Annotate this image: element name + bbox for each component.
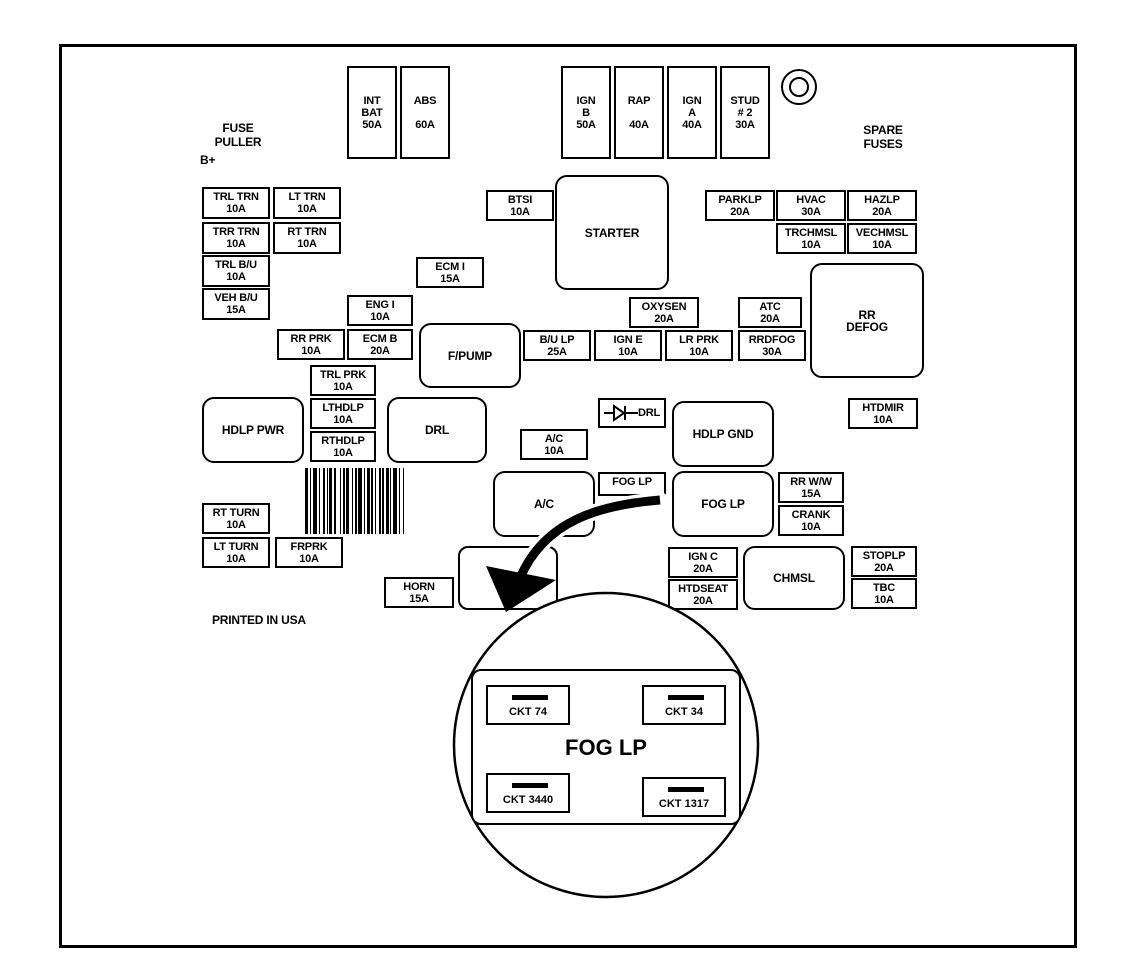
terminal-ckt-34: CKT 34: [642, 685, 726, 725]
fuse-puller-label: FUSE PULLER: [214, 121, 262, 149]
relay-chmsl: CHMSL: [743, 546, 845, 610]
drl-diode: DRL: [598, 398, 666, 428]
terminal-ckt-3440: CKT 3440: [486, 773, 570, 813]
terminal-ckt-74: CKT 74: [486, 685, 570, 725]
fog-lp-detail-panel: CKT 74 CKT 34 FOG LP CKT 3440 CKT 1317: [471, 669, 741, 825]
relay-starter: STARTER: [555, 175, 669, 290]
relay-hdlp-gnd: HDLP GND: [672, 401, 774, 467]
relay-hdlp-pwr: HDLP PWR: [202, 397, 304, 463]
diode-icon: [603, 404, 638, 422]
spare-fuses-label: SPARE FUSES: [863, 123, 903, 151]
relay-drl: DRL: [387, 397, 487, 463]
barcode: [305, 468, 463, 534]
fuse-fog-lp: FOG LP: [598, 472, 666, 496]
fuse-block-frame: [59, 44, 1077, 948]
empty-relay-cavity: [458, 546, 558, 610]
printed-in-usa-label: PRINTED IN USA: [212, 613, 306, 627]
relay-f-pump: F/PUMP: [419, 323, 521, 388]
relay-ac: A/C: [493, 471, 595, 537]
relay-fog-lp: FOG LP: [672, 471, 774, 537]
detail-title: FOG LP: [565, 735, 647, 760]
b-plus-label: B+: [200, 153, 216, 167]
terminal-ckt-1317: CKT 1317: [642, 777, 726, 817]
